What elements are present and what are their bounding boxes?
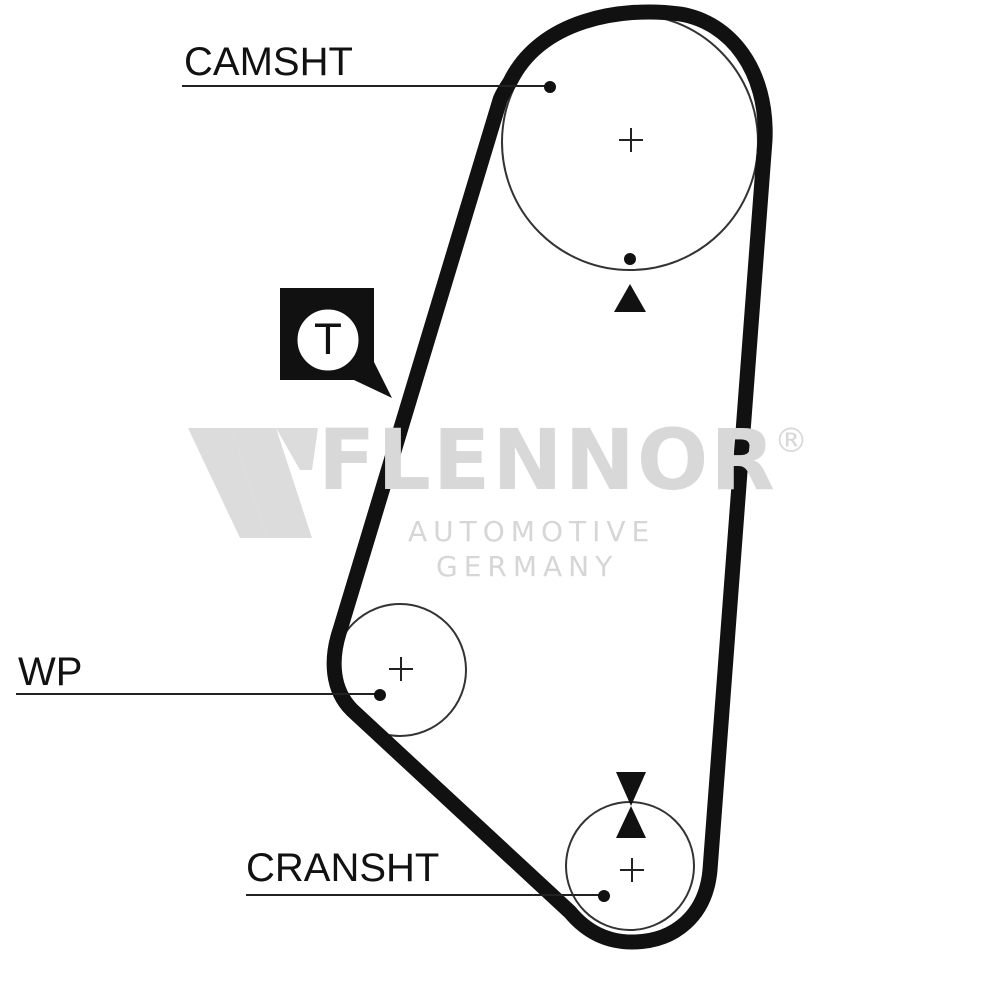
crankshaft-label: CRANSHT [246,846,440,890]
watermark-line-1: AUTOMOTIVE [408,515,656,548]
camshaft-leader-dot [544,81,556,93]
watermark-line-2: GERMANY [436,550,619,583]
camshaft-label: CAMSHT [184,40,353,84]
camshaft-timing-arrow-icon [614,284,646,312]
water-pump-center-mark [389,657,413,681]
camshaft-timing-dot [624,253,636,265]
flennor-logo-icon [188,428,318,538]
tensioner-symbol: T [315,315,341,364]
crankshaft-center-mark [620,858,644,882]
watermark-registered-mark: ® [774,421,808,461]
tensioner-callout-icon [280,288,392,398]
water-pump-leader-dot [374,689,386,701]
timing-belt [326,4,773,950]
crankshaft-timing-arrow-bottom-icon [616,806,646,838]
camshaft-center-mark [619,128,643,152]
watermark-brand: FLENNOR [318,411,777,509]
crankshaft-timing-arrow-top-icon [616,772,646,806]
water-pump-label: WP [18,650,83,694]
crankshaft-leader-dot [598,890,610,902]
